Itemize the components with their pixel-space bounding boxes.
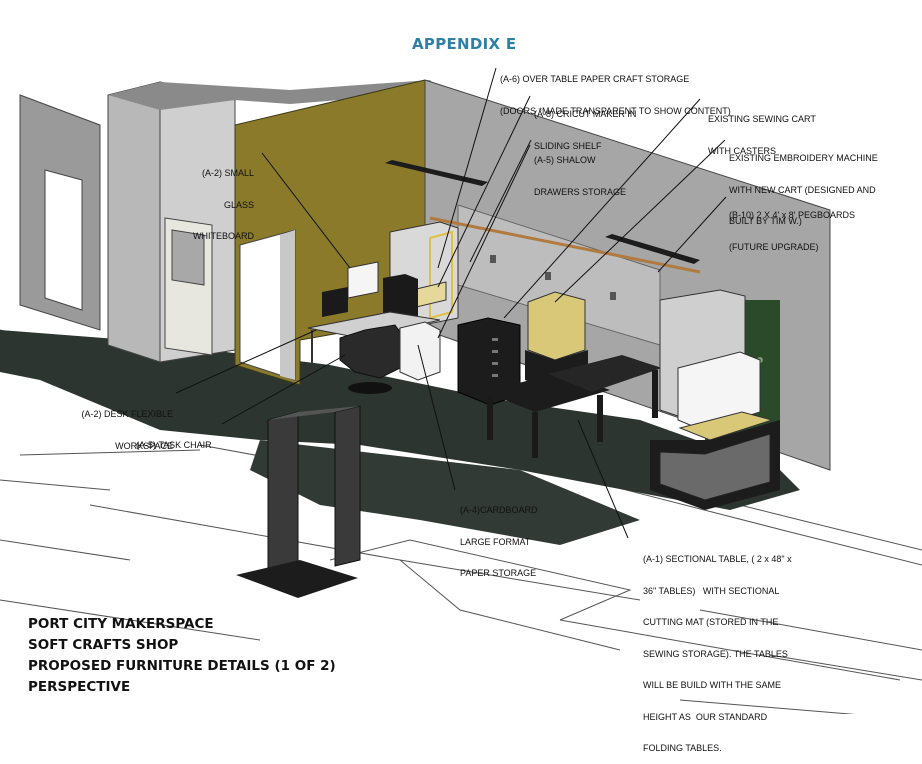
callout-line: (A-2) DESK FLEXIBLE [81, 409, 173, 419]
olive-wall-opening-side [280, 230, 295, 380]
title-block-line: PERSPECTIVE [28, 679, 131, 695]
callout-line: PAPER STORAGE [460, 568, 537, 578]
title-block-line: PORT CITY MAKERSPACE [28, 616, 214, 632]
rolling-frame [267, 411, 299, 579]
callout-line: (FUTURE UPGRADE) [729, 241, 819, 252]
callout-line: WITH NEW CART (DESIGNED AND [729, 184, 876, 195]
callout-a1-table: (A-1) SECTIONAL TABLE, ( 2 x 48" x 36" T… [643, 533, 792, 764]
embroidery-machine [678, 411, 774, 441]
callout-line: DRAWERS STORAGE [534, 186, 627, 197]
callout-line: (B-10) 2 X 4' x 8' PEGBOARDS [729, 210, 855, 220]
callout-line: (A-2) SMALL [201, 168, 254, 178]
callout-line: WILL BE BUILD WITH THE SAME [643, 680, 782, 690]
table-legs [487, 370, 658, 458]
task-chair-base [348, 382, 392, 394]
callout-line: BUILT BY TIM W.) [729, 216, 802, 226]
callout-line: GLASS [223, 199, 254, 210]
callout-line: 36" TABLES) WITH SECTIONAL [643, 585, 780, 596]
callout-line: CUTTING MAT (STORED IN THE [643, 617, 779, 627]
pegboard-rail [429, 216, 701, 274]
callout-line: (DOORS *MADE TRANSPARENT TO SHOW CONTENT… [500, 105, 731, 116]
left-wall-door-opening [44, 169, 83, 311]
callout-line: HEIGHT AS OUR STANDARD [643, 711, 768, 722]
top-wall-cap [108, 80, 440, 110]
callout-line: (A-5) TASK CHAIR [136, 440, 212, 450]
callout-line: WITH CASTERS [708, 145, 777, 156]
perspective-drawing [0, 67, 922, 714]
callout-a4-cardboard: (A-4)CARDBOARD LARGE FORMAT PAPER STORAG… [460, 484, 538, 589]
callout-line: (A-5) SHALOW [534, 155, 596, 165]
monitor [322, 287, 348, 317]
rolling-frame-base [236, 560, 358, 598]
embroidery-cart-doors [659, 433, 771, 501]
callout-a2-whiteboard: (A-2) SMALL GLASS WHITEBOARD [188, 147, 254, 252]
callout-line: WHITEBOARD [192, 231, 254, 241]
callout-line: SLIDING SHELF [534, 140, 602, 151]
pegboard-holes [490, 255, 616, 300]
desk-top [307, 311, 441, 339]
callout-a6: (A-6) OVER TABLE PAPER CRAFT STORAGE (DO… [500, 53, 731, 127]
callout-a5-chair: (A-5) TASK CHAIR [136, 419, 212, 461]
callout-line: EXISTING SEWING CART [708, 114, 816, 124]
callout-line: (A-8) CRICUT MAKER IN [534, 109, 637, 119]
callout-b10-pegboards: (B-10) 2 X 4' x 8' PEGBOARDS (FUTURE UPG… [729, 189, 855, 263]
callout-a5-drawers: (A-5) SHALOW DRAWERS STORAGE [534, 134, 626, 208]
leader-lines [175, 67, 727, 539]
title-block-line: SOFT CRAFTS SHOP [28, 637, 179, 653]
callout-embroidery: EXISTING EMBROIDERY MACHINE WITH NEW CAR… [729, 132, 878, 237]
callout-sewing-cart: EXISTING SEWING CART WITH CASTERS [708, 93, 816, 167]
callout-line: (A-4)CARDBOARD [460, 505, 538, 515]
callout-line: (A-6) OVER TABLE PAPER CRAFT STORAGE [500, 74, 690, 84]
page-title: APPENDIX E [412, 35, 517, 53]
title-block-line: PROPOSED FURNITURE DETAILS (1 OF 2) [28, 658, 336, 674]
callout-line: LARGE FORMAT [460, 536, 531, 547]
callout-a8: (A-8) CRICUT MAKER IN SLIDING SHELF [534, 88, 636, 162]
rolling-frame-right [334, 405, 361, 567]
floor-dark-runner [0, 330, 800, 510]
drawer-handles [492, 338, 498, 377]
glass-whiteboard [347, 261, 379, 299]
sewing-cart [527, 291, 586, 361]
callout-line: (A-1) SECTIONAL TABLE, ( 2 x 48" x [643, 554, 792, 564]
callout-line: EXISTING EMBROIDERY MACHINE [729, 153, 878, 163]
callout-a2-desk: (A-2) DESK FLEXIBLE WORKSPACE [78, 388, 173, 462]
wall-shelf-right [605, 234, 700, 264]
callout-line: WORKSPACE [115, 440, 173, 451]
cubby-shelf [677, 351, 761, 431]
computer-tower [383, 274, 418, 322]
door-window [171, 229, 205, 286]
title-block: PORT CITY MAKERSPACE SOFT CRAFTS SHOP PR… [28, 614, 336, 698]
callout-line: FOLDING TABLES. [643, 743, 722, 753]
wall-shelf-upper [385, 160, 488, 186]
callout-line: SEWING STORAGE). THE TABLES [643, 648, 788, 659]
rolling-frame-top [268, 406, 360, 420]
sectional-table-right [548, 355, 662, 392]
